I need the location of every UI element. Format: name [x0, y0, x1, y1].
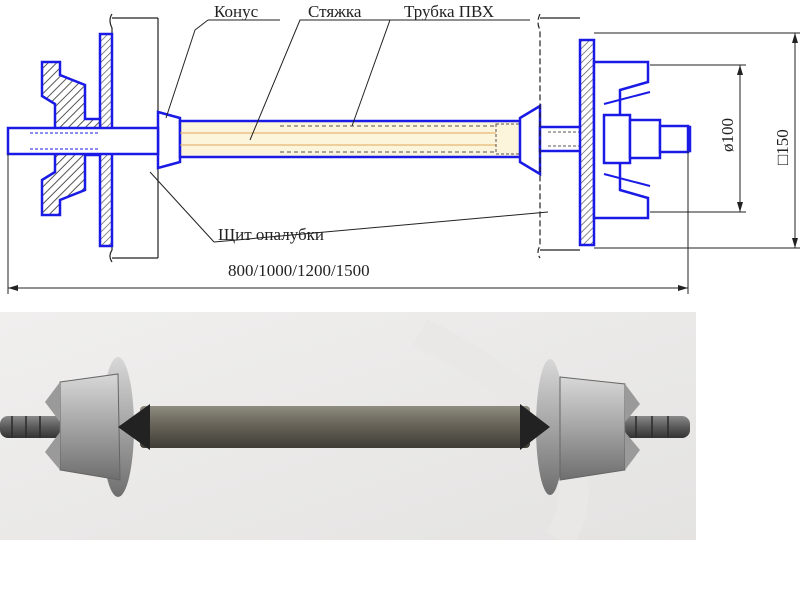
- right-wing-nut: [592, 60, 690, 220]
- pvc-tube: [178, 119, 532, 159]
- dimension-square: □150: [594, 32, 800, 249]
- dimension-length: 800/1000/1200/1500: [7, 151, 689, 294]
- technical-drawing: ø100 □150 800/1000/1200/1500 Конус Стяжк…: [6, 2, 800, 294]
- pvc-tube-label: Трубка ПВХ: [404, 2, 494, 21]
- callouts: [149, 19, 549, 243]
- tie-rod-left-end: [6, 126, 160, 156]
- cone-part: [156, 110, 182, 170]
- right-cone-part: [518, 103, 542, 177]
- dimension-diameter: ø100: [650, 64, 746, 213]
- diameter-label: ø100: [718, 118, 737, 152]
- cone-label: Конус: [214, 2, 259, 21]
- length-label: 800/1000/1200/1500: [228, 261, 370, 280]
- formwork-panel-label: Щит опалубки: [218, 225, 324, 244]
- square-label: □150: [773, 129, 792, 165]
- tie-label: Стяжка: [308, 2, 362, 21]
- formwork-tie-photo: [0, 312, 696, 540]
